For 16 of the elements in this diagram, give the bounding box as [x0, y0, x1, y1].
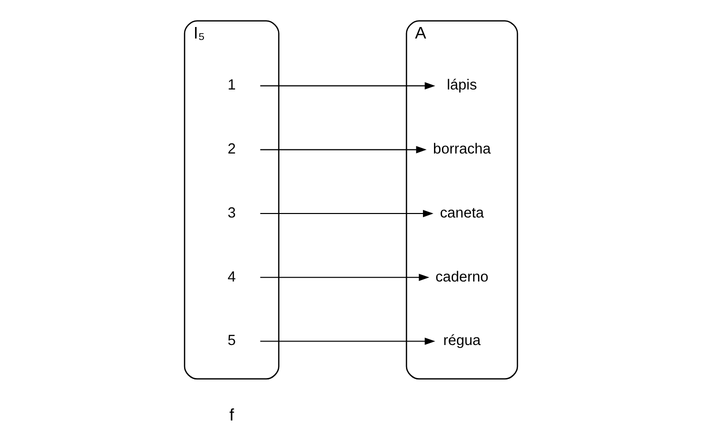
arrow — [260, 146, 427, 154]
node-text: 3 — [228, 205, 236, 222]
arrow — [260, 82, 436, 90]
node-text: 1 — [228, 78, 236, 94]
node-text: 4 — [228, 269, 236, 286]
node-text: caneta — [440, 205, 484, 222]
label: f — [229, 406, 234, 425]
node-text: régua — [443, 333, 481, 350]
node-text: lápis — [446, 78, 478, 94]
arrow — [260, 210, 434, 218]
arrow — [260, 274, 430, 282]
node-text: caderno — [436, 269, 488, 286]
node-text: 5 — [228, 333, 236, 350]
node-text: 2 — [228, 142, 236, 158]
arrow — [260, 338, 436, 345]
node-text: borracha — [433, 142, 491, 158]
